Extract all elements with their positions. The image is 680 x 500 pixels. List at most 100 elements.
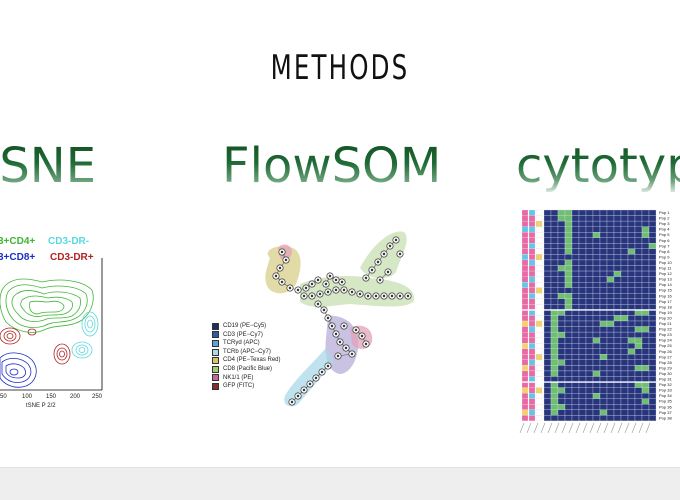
heatmap-cell xyxy=(571,243,580,249)
flowsom-node-pie xyxy=(326,290,330,294)
heatmap-annotation-cell xyxy=(528,387,536,394)
heatmap-cell xyxy=(648,254,657,261)
heatmap-row-label: Pop 37 xyxy=(659,410,672,415)
heatmap-cell xyxy=(606,254,615,261)
heatmap-cell xyxy=(648,304,657,311)
flowsom-node-pie xyxy=(334,332,338,336)
flowsom-node-pie xyxy=(324,282,328,286)
heatmap-cell xyxy=(592,354,601,361)
heatmap-cell xyxy=(564,226,573,233)
heatmap-cell xyxy=(557,376,566,383)
heatmap-cell xyxy=(641,415,650,422)
heatmap-annotation-cell xyxy=(535,221,543,227)
heatmap-cell xyxy=(592,331,601,338)
heatmap-cell xyxy=(585,370,594,377)
heatmap-cell xyxy=(571,398,580,405)
heatmap-cell xyxy=(627,343,636,349)
heatmap-cell xyxy=(648,315,657,322)
flowsom-node-pie xyxy=(398,294,402,298)
heatmap-column-label-mark xyxy=(540,422,546,433)
heatmap-cell xyxy=(571,365,580,372)
heatmap-cell xyxy=(627,270,636,277)
heatmap-cell xyxy=(641,226,650,233)
flowsom-node-pie xyxy=(390,294,394,298)
heatmap-cell xyxy=(620,359,629,366)
heatmap-row-label: Pop 25 xyxy=(659,343,672,348)
heatmap-cell xyxy=(592,282,601,288)
heatmap-annotation-cell xyxy=(535,287,543,294)
heatmap-annotation-cell xyxy=(535,282,543,288)
heatmap-cell xyxy=(606,209,615,216)
heatmap-cell xyxy=(634,326,643,333)
legend-swatch xyxy=(212,348,219,356)
heatmap-annotation-cell xyxy=(521,282,529,288)
heatmap-cell xyxy=(641,392,650,399)
heatmap-cell xyxy=(641,331,650,338)
heatmap-cell xyxy=(613,343,622,349)
heatmap-annotation-cell xyxy=(535,354,543,360)
heatmap-cell xyxy=(564,265,573,272)
heatmap-cell xyxy=(578,354,587,361)
heatmap-annotation-cell xyxy=(521,254,529,261)
heatmap-cell xyxy=(585,315,594,322)
heatmap-cell xyxy=(641,276,650,283)
heatmap-cell xyxy=(620,276,629,283)
heatmap-cell xyxy=(620,337,629,344)
heatmap-cell xyxy=(550,243,559,249)
heatmap-cell xyxy=(550,287,559,294)
flowsom-node-pie xyxy=(316,278,320,282)
heatmap-cell xyxy=(550,270,559,277)
heatmap-cell xyxy=(599,365,608,372)
heatmap-cell xyxy=(648,359,657,366)
heatmap-annotation-cell xyxy=(528,320,536,327)
heatmap-cell xyxy=(648,243,657,249)
flowsom-node-pie xyxy=(382,252,386,256)
heatmap-row-label: Pop 38 xyxy=(659,415,672,420)
heatmap-row-label: Pop 8 xyxy=(659,249,670,254)
heatmap-annotation-cell xyxy=(528,232,536,238)
heatmap-cell xyxy=(599,270,608,277)
heatmap-cell xyxy=(585,270,594,277)
bottom-bar xyxy=(0,467,680,500)
heatmap-cell xyxy=(550,276,559,283)
heatmap-cell xyxy=(585,387,594,394)
flowsom-node-pie xyxy=(322,308,326,312)
heatmap-cell xyxy=(620,298,629,305)
heatmap-cell xyxy=(592,237,601,244)
slide-title: METHODS xyxy=(270,48,410,88)
heatmap-cell xyxy=(627,220,636,227)
heatmap-cell xyxy=(578,226,587,233)
heatmap-annotation-cell xyxy=(521,343,529,349)
heatmap-cell xyxy=(648,392,657,399)
flowsom-node-pie xyxy=(274,274,278,278)
heatmap-cell xyxy=(613,326,622,333)
heatmap-annotation-cell xyxy=(535,254,543,261)
heatmap-cell xyxy=(543,337,552,344)
heatmap-annotation-cell xyxy=(535,365,543,372)
heatmap-cell xyxy=(641,404,650,410)
heatmap-row-label: Pop 24 xyxy=(659,338,672,343)
heatmap-cell xyxy=(592,293,601,299)
heatmap-cell xyxy=(543,365,552,372)
heatmap-cell xyxy=(634,282,643,288)
heatmap-cell xyxy=(550,376,559,383)
flowsom-node-pie xyxy=(354,328,358,332)
heatmap-cell xyxy=(571,315,580,322)
heatmap-cell xyxy=(620,237,629,244)
heatmap-cell xyxy=(550,381,559,388)
heatmap-cell xyxy=(578,320,587,327)
heatmap-cell xyxy=(585,409,594,416)
heatmap-cell xyxy=(564,282,573,288)
heatmap-cell xyxy=(613,398,622,405)
heatmap-cell xyxy=(543,270,552,277)
heatmap-cell xyxy=(585,293,594,299)
heatmap-cell xyxy=(627,320,636,327)
heatmap-row-label: Pop 33 xyxy=(659,388,672,393)
legend-swatch xyxy=(212,357,219,365)
heatmap-cell xyxy=(620,320,629,327)
heatmap-cell xyxy=(641,209,650,216)
flowsom-node-pie xyxy=(310,294,314,298)
heatmap-cell xyxy=(606,370,615,377)
heatmap-annotation-cell xyxy=(521,215,529,222)
flowsom-node-pie xyxy=(280,250,284,254)
